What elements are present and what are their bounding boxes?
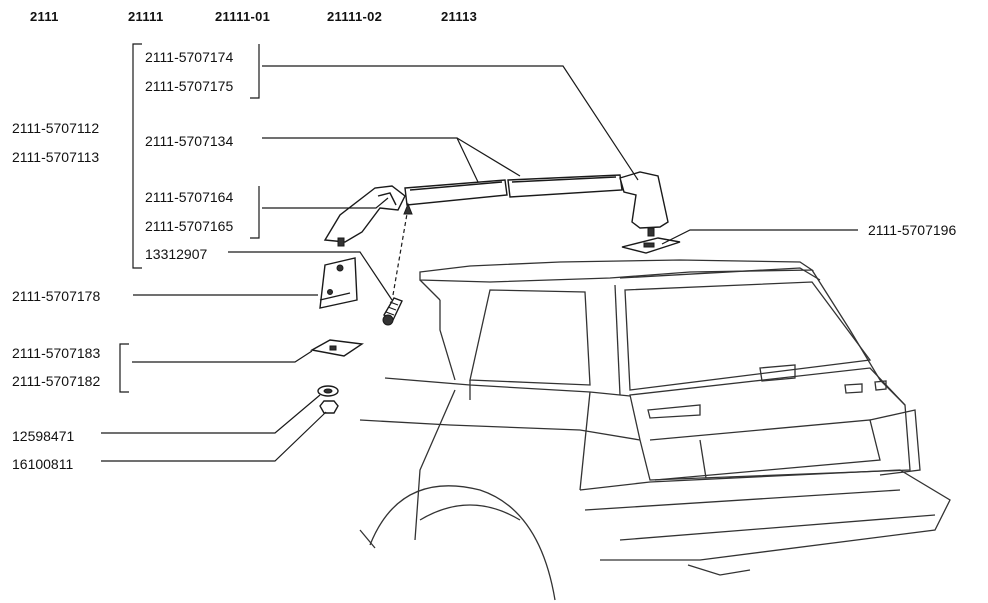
group-bracket-gaskets — [119, 343, 129, 393]
car-body-outline — [359, 259, 951, 601]
part-number-12598471: 12598471 — [12, 428, 75, 444]
leader-5707174 — [262, 65, 639, 181]
model-label-21113: 21113 — [441, 9, 478, 24]
leader-5707164 — [262, 197, 389, 209]
model-label-2111: 2111 — [30, 9, 59, 24]
mounting-bracket — [319, 257, 358, 309]
part-number-5707196: 2111-5707196 — [868, 222, 957, 238]
roof-rack-assembly — [323, 171, 681, 254]
part-number-5707112: 2111-5707112 — [12, 120, 100, 136]
model-label-21111-02: 21111-02 — [327, 9, 383, 24]
part-number-13312907: 13312907 — [145, 246, 208, 262]
part-number-5707165: 2111-5707165 — [145, 218, 234, 234]
arrow-head — [403, 202, 413, 215]
leader-16100811 — [101, 411, 327, 462]
bolt — [382, 297, 403, 326]
leader-5707183 — [132, 350, 313, 363]
leader-13312907 — [228, 251, 393, 301]
leader-5707134-b — [456, 137, 521, 177]
gasket-plate — [309, 339, 364, 357]
part-number-16100811: 16100811 — [12, 456, 74, 472]
part-number-5707175: 2111-5707175 — [145, 78, 234, 94]
part-number-5707174: 2111-5707174 — [145, 49, 234, 65]
leader-5707134-a — [262, 137, 479, 183]
part-number-5707134: 2111-5707134 — [145, 133, 234, 149]
model-label-21111: 21111 — [128, 9, 164, 24]
group-bracket-end-caps-top — [250, 44, 260, 99]
assembly-direction-arrow — [392, 207, 409, 296]
group-bracket-main — [132, 43, 142, 269]
part-number-5707183: 2111-5707183 — [12, 345, 101, 361]
washer-and-nut — [317, 385, 339, 414]
part-number-5707178: 2111-5707178 — [12, 288, 101, 304]
leader-5707196 — [661, 229, 858, 245]
group-bracket-end-caps-side — [250, 186, 260, 239]
model-label-21111-01: 21111-01 — [215, 9, 271, 24]
leader-12598471 — [101, 394, 321, 434]
part-number-5707164: 2111-5707164 — [145, 189, 234, 205]
part-number-5707113: 2111-5707113 — [12, 149, 100, 165]
part-number-5707182: 2111-5707182 — [12, 373, 101, 389]
